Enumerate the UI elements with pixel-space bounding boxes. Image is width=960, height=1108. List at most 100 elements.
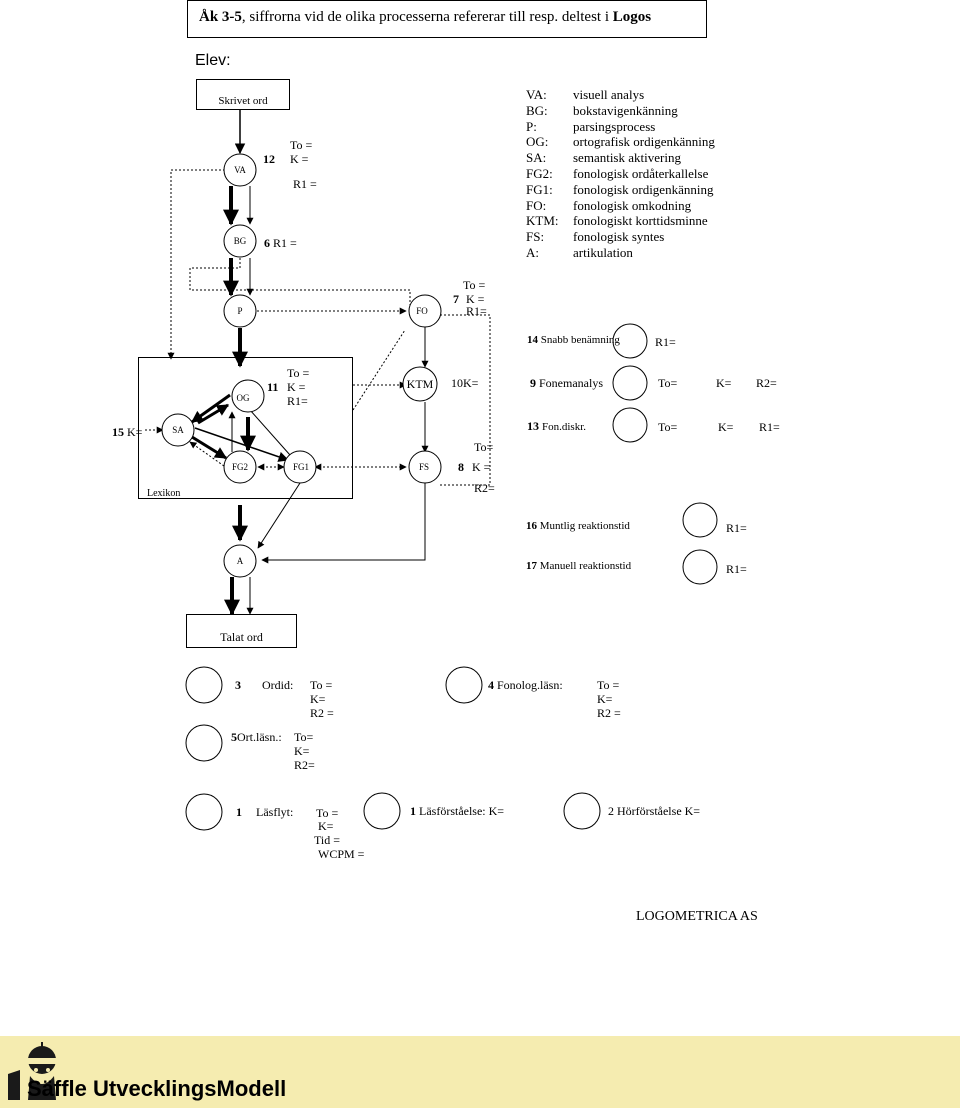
test4-r2: R2 = [597,706,621,720]
legend-row: FO:fonologisk omkodning [526,197,692,213]
header-body: , siffrorna vid de olika processerna ref… [241,9,613,25]
test3-to: To = [310,678,333,692]
legend-row: FS:fonologisk syntes [526,229,665,245]
arrow-og-to-sa [191,393,231,424]
score-circle-14 [612,323,648,359]
node-fs [408,450,442,484]
test7-to: To = [463,278,486,292]
node-fg1-label: FG1 [292,462,309,472]
test8-to: To= [474,440,494,454]
test3-k: K= [310,692,326,706]
node-sa-label: SA [172,425,184,435]
test12-number: 12 [263,152,275,166]
written-word-label: Skrivet ord [218,95,268,107]
score-circle-1 [185,793,223,831]
student-label: Elev: [195,52,231,69]
dotted-loop-va-left [167,169,225,360]
test5-to: To= [294,730,314,744]
test1-label: Läsflyt: [256,805,294,819]
test12-r1: R1 = [293,177,317,191]
node-ktm [402,366,438,402]
legend: VA:visuell analys BG:bokstavigenkänning … [526,87,715,261]
footer-brand: Säffle UtvecklingsModell [27,1076,287,1101]
test17-r1: R1= [726,562,747,576]
node-fg1 [283,450,317,484]
legend-row: A:artikulation [526,244,633,260]
score-circle-3 [185,666,223,704]
test5-label: 5Ort.läsn.: [231,730,282,744]
test16-r1: R1= [726,521,747,535]
arrow-sa-to-og [197,403,230,425]
test13-number: 13 [527,419,539,433]
score-circle-17 [682,549,718,585]
arrow-sa-to-fg2 [191,435,228,460]
node-fo-label: FO [416,306,428,316]
test17-label: 17 Manuell reaktionstid [526,560,632,572]
test15-number: 15 [112,425,124,439]
test17-number: 17 [526,560,537,572]
legend-row: SA:semantisk aktivering [526,150,681,166]
test1b-number: 1 [410,804,416,818]
test14-number: 14 [527,334,538,346]
header-prefix: Åk 3-5 [199,9,242,25]
spoken-word-box: Talat ord [186,614,297,648]
test11-to: To = [287,366,310,380]
node-p [223,294,257,328]
test9-to: To= [658,376,678,390]
test10-k: 10K= [451,376,479,390]
spoken-word-label: Talat ord [220,630,263,644]
test9-k: K= [716,376,732,390]
test8-k: K = [472,460,491,474]
test13-label: 13 Fon.diskr. [527,419,587,433]
test14-label: 14 Snabb benämning [527,334,620,346]
node-va [223,153,257,187]
arrow-fs-to-a [261,483,426,564]
bracket-fo-fs [440,314,491,486]
node-a [223,544,257,578]
legend-row: FG2:fonologisk ordåterkallelse [526,165,709,181]
legend-row: P:parsingsprocess [526,118,656,134]
test4-to: To = [597,678,620,692]
node-og [231,379,265,413]
test2-label: 2 Hörförståelse K= [608,804,701,818]
legend-row: FG1:fonologisk ordigenkänning [526,181,714,197]
header-box: Åk 3-5, siffrorna vid de olika processer… [187,0,707,38]
arrow-sa-to-fg1 [194,427,289,462]
test7-number: 7 [453,292,459,306]
test4-label: 4 Fonolog.läsn: [488,678,563,692]
test13-r1: R1= [759,420,780,434]
legend-row: KTM:fonologiskt korttidsminne [526,213,708,229]
test11-r1: R1= [287,394,308,408]
node-og-label: OG [236,393,250,403]
node-fg2-label: FG2 [231,462,248,472]
company-name: LOGOMETRICA AS [636,909,758,924]
test9-r2: R2= [756,376,777,390]
arrow-fg1-to-a [257,482,301,549]
header-text: Åk 3-5, siffrorna vid de olika processer… [199,9,651,26]
line-og-to-fg1 [249,409,291,456]
score-circle-13 [612,407,648,443]
node-fo [408,294,442,328]
legend-row: OG:ortografisk ordigenkänning [526,134,715,150]
test3-r2: R2 = [310,706,334,720]
node-va-label: VA [234,165,246,175]
node-fg2 [223,450,257,484]
test14-r1: R1= [655,335,676,349]
score-circle-2 [563,792,601,830]
written-word-box: Skrivet ord [196,79,290,110]
footer-band [0,1036,960,1108]
test7-k: K = [466,292,485,306]
test1-to: To = [316,806,339,820]
node-fs-label: FS [418,462,429,472]
test5-k: K= [294,744,310,758]
test13-k: K= [718,420,734,434]
test6-r1: R1 = [273,236,297,250]
test7-r1: R1= [466,304,487,318]
legend-row: BG:bokstavigenkänning [526,102,678,118]
test8-number: 8 [458,460,464,474]
header-logos: Logos [612,9,652,25]
node-a-label: A [236,556,244,566]
test4-number: 4 [488,678,494,692]
